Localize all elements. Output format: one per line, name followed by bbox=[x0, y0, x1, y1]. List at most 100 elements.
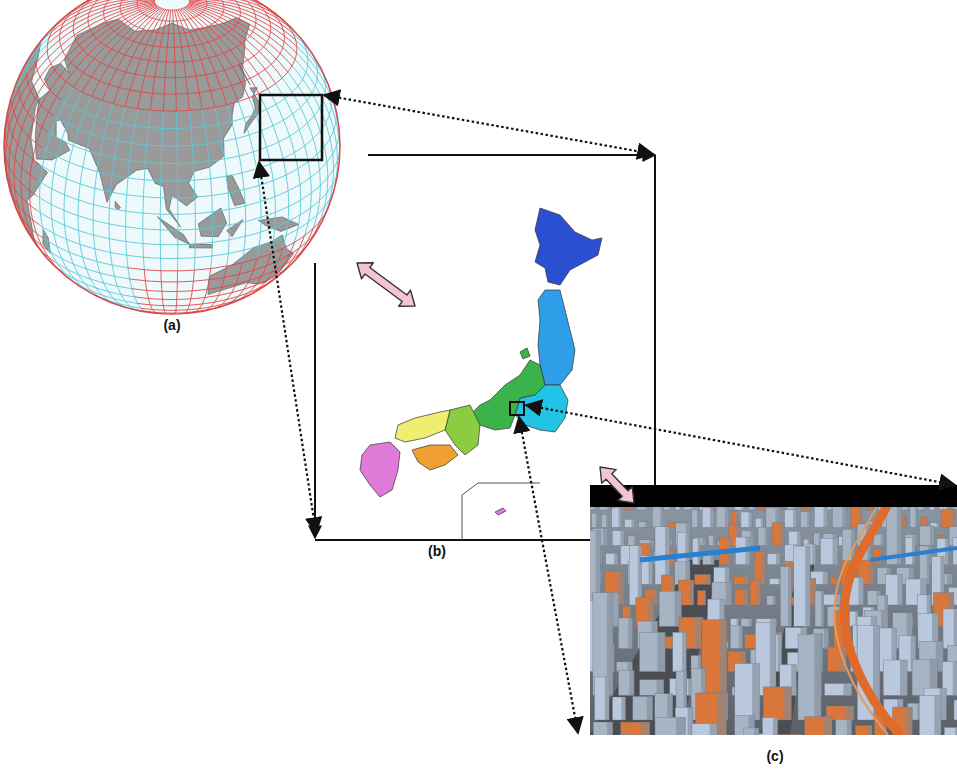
building-side bbox=[634, 536, 637, 546]
building bbox=[855, 726, 872, 735]
panel-label: (a) bbox=[163, 317, 180, 333]
building bbox=[794, 546, 810, 626]
building-side bbox=[641, 722, 650, 735]
building-side bbox=[953, 662, 957, 696]
building-side bbox=[937, 523, 940, 528]
building bbox=[741, 512, 752, 527]
building-side bbox=[752, 664, 760, 721]
building-side bbox=[689, 580, 694, 605]
region-chubu bbox=[470, 360, 545, 430]
building bbox=[758, 527, 768, 546]
building bbox=[820, 538, 837, 564]
building-side bbox=[955, 727, 957, 735]
frame-arrow bbox=[368, 154, 655, 156]
zoom-leader bbox=[259, 162, 316, 533]
double-arrow bbox=[600, 467, 634, 503]
building bbox=[754, 551, 765, 584]
city-buildings bbox=[590, 485, 957, 735]
building-side bbox=[900, 660, 907, 695]
continent bbox=[189, 244, 212, 248]
region-tohoku bbox=[538, 290, 575, 385]
building bbox=[814, 506, 827, 527]
globe-disc bbox=[4, 0, 340, 314]
building-side bbox=[824, 506, 828, 527]
building-side bbox=[744, 590, 748, 605]
building bbox=[789, 531, 801, 545]
building-side bbox=[749, 619, 752, 627]
region-okinawa bbox=[495, 508, 506, 515]
building-side bbox=[667, 694, 672, 720]
building-side bbox=[631, 735, 636, 736]
city-ground bbox=[590, 485, 957, 735]
building-side bbox=[647, 696, 653, 720]
building bbox=[714, 567, 730, 584]
panel-label: (c) bbox=[766, 748, 783, 764]
building-side bbox=[713, 535, 715, 546]
building bbox=[920, 526, 934, 546]
building bbox=[616, 662, 632, 672]
building-side bbox=[654, 590, 658, 606]
building bbox=[708, 535, 715, 546]
elevated-road bbox=[844, 500, 900, 735]
building-side bbox=[773, 718, 778, 736]
building-side bbox=[869, 560, 874, 584]
building bbox=[815, 591, 824, 627]
building-side bbox=[794, 734, 802, 735]
building bbox=[633, 696, 653, 720]
building-side bbox=[912, 537, 915, 564]
elevated-road-edge bbox=[834, 500, 888, 735]
building bbox=[836, 719, 852, 735]
building-side bbox=[903, 515, 906, 528]
zoom-square bbox=[510, 402, 524, 415]
japan-map bbox=[360, 208, 602, 540]
building bbox=[735, 664, 760, 721]
building-side bbox=[632, 519, 635, 527]
sky-band bbox=[590, 485, 957, 507]
building bbox=[619, 618, 633, 649]
region-shikoku bbox=[412, 445, 458, 470]
building bbox=[919, 695, 941, 735]
building-side bbox=[702, 538, 706, 546]
building-side bbox=[791, 665, 796, 696]
building-side bbox=[606, 514, 608, 527]
building-side bbox=[824, 629, 829, 649]
building-side bbox=[676, 717, 685, 735]
building-side bbox=[711, 555, 714, 565]
building bbox=[763, 687, 791, 720]
building-side bbox=[805, 546, 810, 626]
building-side bbox=[797, 531, 801, 545]
building bbox=[814, 533, 821, 546]
building bbox=[849, 611, 858, 626]
building bbox=[693, 538, 700, 564]
building bbox=[621, 722, 650, 735]
building bbox=[767, 554, 780, 565]
building-side bbox=[793, 510, 797, 528]
building-side bbox=[761, 518, 763, 527]
building-side bbox=[770, 623, 776, 696]
building bbox=[612, 697, 625, 720]
building bbox=[702, 620, 727, 696]
frame-arrow bbox=[314, 263, 316, 538]
region-chugoku bbox=[395, 410, 450, 442]
building bbox=[800, 512, 810, 528]
building-side bbox=[706, 575, 711, 585]
building-side bbox=[821, 591, 824, 627]
building bbox=[825, 684, 852, 696]
building-side bbox=[934, 695, 941, 735]
building bbox=[620, 735, 636, 736]
continent bbox=[208, 235, 294, 295]
city-panel: (c) bbox=[590, 485, 957, 769]
building-side bbox=[930, 526, 934, 546]
building-side bbox=[710, 724, 718, 735]
building bbox=[805, 717, 832, 735]
building bbox=[734, 576, 749, 584]
building bbox=[730, 626, 742, 649]
building bbox=[659, 591, 681, 626]
region-sado bbox=[520, 348, 530, 359]
building bbox=[731, 619, 739, 627]
building-side bbox=[719, 620, 727, 696]
building bbox=[755, 518, 763, 527]
building-side bbox=[788, 567, 791, 627]
building bbox=[798, 635, 821, 720]
building bbox=[640, 632, 666, 671]
